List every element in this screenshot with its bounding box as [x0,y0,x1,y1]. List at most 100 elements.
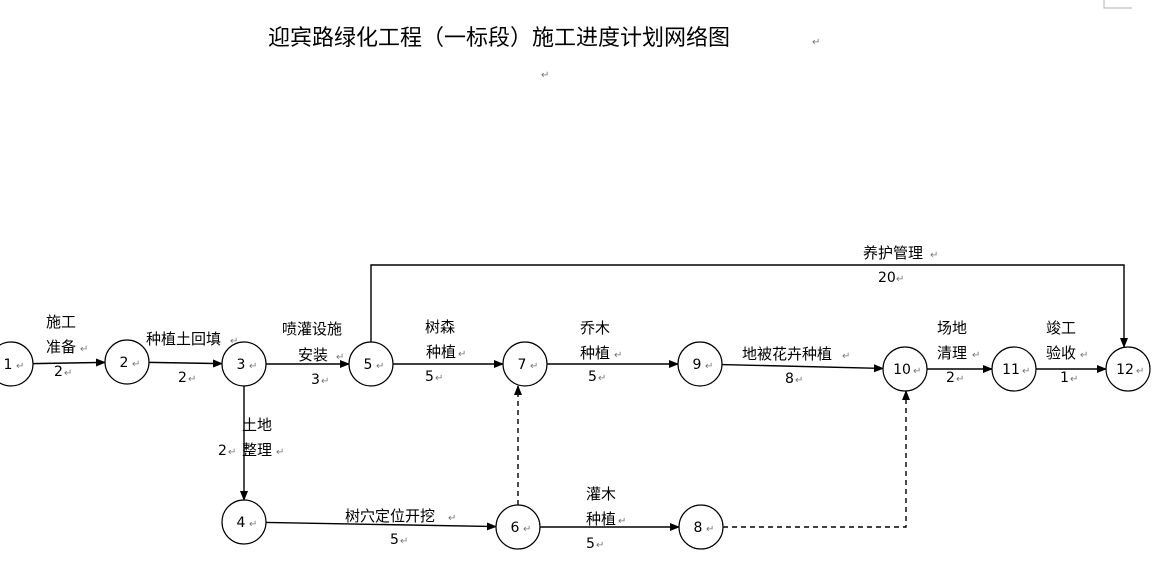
activity-duration-mark-4-6: ↵ [400,536,408,547]
activity-label-mark-9-10: ↵ [842,351,850,362]
activity-arrow-9-10 [721,363,885,373]
node-circle-3 [221,341,267,387]
activity-arrow-1-2 [32,358,107,367]
activity-label-9-10-line-1: 地被花卉种植 [742,345,832,363]
node-number-12: 12 [1116,362,1134,378]
node-circle-6 [495,504,541,550]
activity-duration-mark-11-12: ↵ [1070,374,1078,385]
event-nodes: 1↵2↵3↵4↵5↵6↵7↵8↵9↵10↵11↵12↵ [0,339,1151,550]
node-number-11: 11 [1002,362,1020,378]
activity-duration-11-12: 1 [1060,370,1069,386]
activity-duration-1-2: 2 [54,364,63,380]
node-mark-11: ↵ [1022,366,1030,377]
activity-label-2-3-line-1: 种植土回填 [146,330,221,348]
page-corner-mark [1103,0,1132,9]
activity-duration-mark-1-2: ↵ [64,368,72,379]
activity-label-3-4-line-1: 土地 [242,416,272,434]
node-mark-10: ↵ [913,366,921,377]
node-mark-1: ↵ [16,361,24,372]
activity-label-5-7-line-1: 树森 [425,318,455,336]
activity-duration-mark-5-7: ↵ [435,373,443,384]
activity-duration-5-7: 5 [425,369,434,385]
activity-duration-mark-9-10: ↵ [795,375,803,386]
activity-label-4-6-line-1: 树穴定位开挖 [345,507,435,525]
node-mark-6: ↵ [523,524,531,535]
activity-duration-7-9: 5 [588,369,597,385]
activity-duration-3-5: 3 [311,372,320,388]
node-number-6: 6 [511,520,520,536]
node-mark-12: ↵ [1136,366,1144,377]
activity-arrows [32,264,1128,531]
activity-duration-mark-3-4: ↵ [228,447,236,458]
node-number-9: 9 [693,357,702,373]
node-number-2: 2 [120,355,129,371]
activity-label-10-11-line-1: 场地 [937,319,967,337]
node-mark-7: ↵ [530,361,538,372]
activity-duration-mark-2-3: ↵ [188,374,196,385]
activity-duration-9-10: 8 [785,371,794,387]
activity-duration-6-8: 5 [586,536,595,552]
node-number-7: 7 [518,357,527,373]
activity-label-mark-1-2: ↵ [80,344,88,355]
node-number-4: 4 [237,515,246,531]
activity-arrow-4-6 [265,521,498,531]
node-circle-7 [502,341,548,387]
activity-label-mark-6-8: ↵ [618,516,626,527]
node-circle-12 [1105,346,1151,392]
node-mark-4: ↵ [249,519,257,530]
node-mark-3: ↵ [249,361,257,372]
activity-label-11-12-line-2: 验收 [1046,344,1076,362]
node-mark-8: ↵ [706,524,714,535]
activity-arrow-5-12 [370,264,1128,348]
activity-label-5-7-line-2: 种植 [426,343,456,361]
activity-label-mark-3-5: ↵ [336,352,344,363]
activity-label-6-8-line-2: 种植 [586,510,616,528]
activity-duration-mark-3-5: ↵ [321,376,329,387]
activity-duration-10-11: 2 [946,370,955,386]
node-circle-11 [991,346,1037,392]
node-circle-5 [348,341,394,387]
activity-duration-mark-10-11: ↵ [956,374,964,385]
title-paragraph-mark: ↵ [812,37,820,48]
activity-label-1-2-line-1: 施工 [46,313,76,331]
activity-label-5-12-line-1: 养护管理 [863,244,923,262]
activity-label-10-11-line-2: 清理 [937,344,967,362]
activity-arrow-8-10 [723,390,910,528]
node-circle-4 [221,499,267,545]
node-mark-9: ↵ [705,361,713,372]
activity-label-mark-2-3: ↵ [230,336,238,347]
node-circle-9 [677,341,723,387]
activity-duration-2-3: 2 [178,370,187,386]
node-mark-2: ↵ [132,359,140,370]
node-number-3: 3 [237,357,246,373]
activity-label-3-5-line-1: 喷灌设施 [282,320,342,338]
activity-label-3-5-line-2: 安装 [298,346,328,364]
node-circle-8 [678,504,724,550]
node-number-8: 8 [694,520,703,536]
activity-label-6-8-line-1: 灌木 [586,485,616,503]
activity-label-mark-7-9: ↵ [614,350,622,361]
activity-label-mark-3-4: ↵ [276,447,284,458]
node-circle-2 [104,339,150,385]
paragraph-mark: ↵ [541,70,549,81]
activity-label-11-12-line-1: 竣工 [1046,319,1076,337]
activity-duration-3-4: 2 [218,443,227,459]
activity-label-7-9-line-2: 种植 [580,344,610,362]
node-number-10: 10 [893,362,911,378]
activity-duration-mark-7-9: ↵ [598,373,606,384]
activity-duration-5-12: 20 [878,270,896,286]
activity-arrow-2-3 [148,359,224,368]
activity-label-3-4-line-2: 整理 [242,441,272,459]
node-circle-10 [882,346,928,392]
activity-label-mark-5-12: ↵ [930,250,938,261]
node-number-1: 1 [4,357,13,373]
activity-label-mark-5-7: ↵ [458,349,466,360]
activity-duration-mark-5-12: ↵ [896,274,904,285]
node-mark-5: ↵ [376,361,384,372]
diagram-title: 迎宾路绿化工程（一标段）施工进度计划网络图 [268,26,730,51]
node-number-5: 5 [364,357,373,373]
activity-label-mark-10-11: ↵ [972,350,980,361]
activity-duration-4-6: 5 [390,532,399,548]
activity-duration-mark-6-8: ↵ [596,540,604,551]
